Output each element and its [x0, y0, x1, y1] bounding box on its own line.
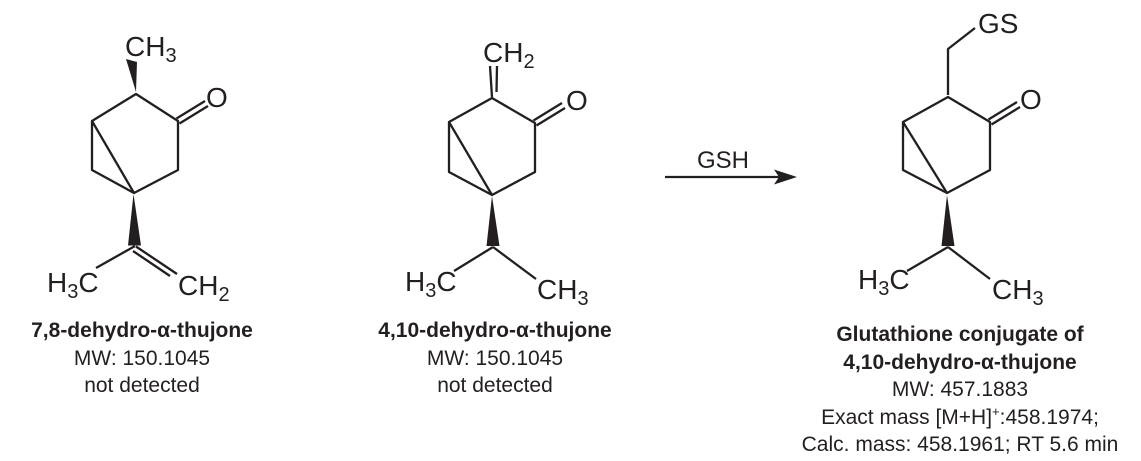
calc-mass-line: Calc. mass: 458.1961; RT 5.6 min [801, 433, 1119, 456]
atom-label-oxygen: O [206, 82, 228, 113]
exact-mass-line: Exact mass [M+H]+:458.1974; [780, 404, 1140, 432]
reaction-arrow: GSH [665, 147, 797, 185]
gsh-reagent-label: GSH [697, 147, 749, 174]
structure-glutathione-conjugate: GS O H3C CH3 [858, 8, 1044, 310]
atom-label-oxygen: O [1020, 84, 1042, 115]
exact-mass-value: :458.1974; [999, 405, 1099, 429]
bond-to-methyl-right [492, 246, 537, 280]
caption-structure-3: Glutathione conjugate of 4,10-dehydro-α-… [780, 321, 1140, 459]
bond-to-methyl-left [453, 246, 494, 272]
bond-to-gs-group [946, 27, 976, 95]
exocyclic-methylene-double-bond [488, 65, 499, 98]
compound-name: 4,10-dehydro-α-thujone [378, 319, 612, 342]
mw-value: MW: 457.1883 [891, 378, 1029, 401]
carbonyl-double-bond [175, 100, 209, 125]
wedge-bond-isopropyl [486, 196, 500, 246]
mw-value: MW: 150.1045 [73, 346, 211, 370]
wedge-bond-methyl [126, 59, 137, 92]
atom-label-h3c: H3C [858, 264, 910, 300]
caption-structure-2: 4,10-dehydro-α-thujone MW: 150.1045 not … [370, 317, 620, 400]
charge-superscript: + [992, 403, 1000, 419]
atom-label-ch2: CH2 [178, 270, 230, 306]
carbonyl-double-bond [987, 101, 1021, 126]
caption-structure-1: 7,8-dehydro-α-thujone MW: 150.1045 not d… [18, 317, 266, 400]
atom-label-ch2: CH2 [483, 37, 535, 73]
structure-4-10-dehydro-thujone: CH2 O H3C CH3 [405, 37, 589, 310]
detection-status: not detected [437, 374, 553, 397]
bond-to-methyl-left [906, 246, 949, 272]
arrow-head [774, 169, 797, 185]
mw-value: MW: 150.1045 [426, 346, 564, 370]
atom-label-ch3: CH3 [537, 274, 589, 310]
ring-bonds [901, 95, 992, 195]
atom-label-gs: GS [978, 8, 1018, 39]
compound-name: 7,8-dehydro-α-thujone [31, 319, 253, 342]
structure-7-8-dehydro-thujone: CH3 O H3C CH2 [47, 31, 230, 306]
atom-label-oxygen: O [566, 85, 588, 116]
atom-label-ch3: CH3 [125, 31, 177, 67]
atom-label-h3c: H3C [47, 267, 99, 303]
methylene-double-bond [132, 245, 178, 277]
compound-name-line-1: Glutathione conjugate of [836, 323, 1084, 346]
carbonyl-double-bond [532, 102, 566, 127]
detection-status: not detected [84, 374, 200, 397]
exact-mass-prefix: Exact mass [M+H] [821, 405, 993, 429]
atom-label-ch3: CH3 [992, 274, 1044, 310]
bond-to-methyl [95, 244, 136, 270]
wedge-bond-isopropenyl [128, 194, 141, 246]
compound-name-line-2: 4,10-dehydro-α-thujone [843, 350, 1077, 374]
wedge-bond-isopropyl [941, 195, 955, 246]
ring-bonds [90, 92, 180, 195]
atom-label-h3c: H3C [405, 266, 457, 302]
ring-bonds [447, 96, 537, 197]
bond-to-methyl-right [947, 246, 991, 280]
